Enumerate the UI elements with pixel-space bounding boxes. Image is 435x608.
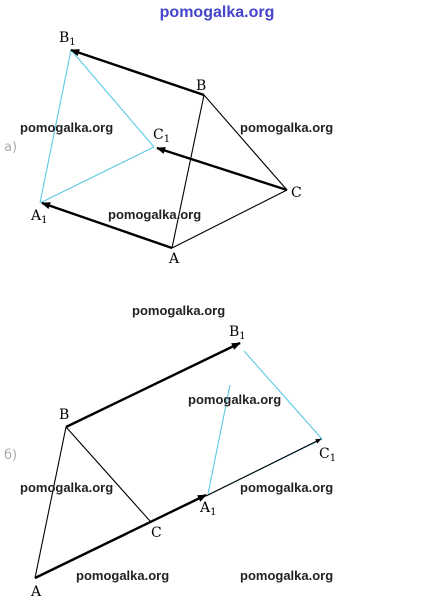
label-a-c1: C1 [153, 127, 170, 145]
label-a-a: A [168, 251, 180, 267]
label-a-b: B [196, 78, 206, 94]
edge-a-b [34, 426, 67, 579]
watermark: pomogalka.org [20, 480, 113, 495]
vector-c-c1 [156, 146, 288, 192]
watermark: pomogalka.org [20, 120, 113, 135]
label-a-b1: B1 [59, 30, 76, 48]
edge-a1-b1 [207, 384, 231, 495]
edge-a-b [171, 94, 205, 249]
part-label-a: а) [4, 140, 17, 155]
edge-b-c [65, 426, 151, 522]
vector-b-b1 [65, 341, 241, 429]
watermark: pomogalka.org [188, 392, 281, 407]
label-b-a1: A1 [199, 500, 217, 518]
watermark: pomogalka.org [76, 568, 169, 583]
watermark: pomogalka.org [132, 303, 225, 318]
label-a-a1: A1 [30, 208, 48, 226]
vector-b-b1 [70, 48, 205, 97]
edge-b1-c1 [70, 49, 155, 148]
vector-c-c1 [205, 438, 322, 497]
label-b-c: C [151, 525, 162, 541]
edge-b-c [203, 94, 288, 191]
figure-b: B1 B C1 A1 C A б) pomogalka.org pomogalk… [4, 303, 336, 600]
label-a-c: C [291, 185, 302, 201]
edge-a1-c1 [39, 146, 155, 204]
figure-a: B1 B C1 C A1 A а) pomogalka.org pomogalk… [4, 30, 333, 267]
edge-a1-b1 [39, 49, 72, 204]
site-title: pomogalka.org [160, 4, 275, 21]
label-b-b1: B1 [229, 324, 246, 342]
label-b-c1: C1 [319, 446, 336, 464]
label-b-b: B [59, 407, 69, 423]
edge-a-c [171, 189, 288, 249]
part-label-b: б) [4, 448, 17, 463]
vector-a-a1 [34, 493, 207, 580]
label-b-a: A [30, 584, 42, 600]
edge-b1-c1 [243, 350, 323, 440]
vector-a-a1 [41, 201, 173, 250]
watermark: pomogalka.org [240, 480, 333, 495]
watermark: pomogalka.org [240, 120, 333, 135]
watermark: pomogalka.org [240, 568, 333, 583]
watermark: pomogalka.org [108, 207, 201, 222]
